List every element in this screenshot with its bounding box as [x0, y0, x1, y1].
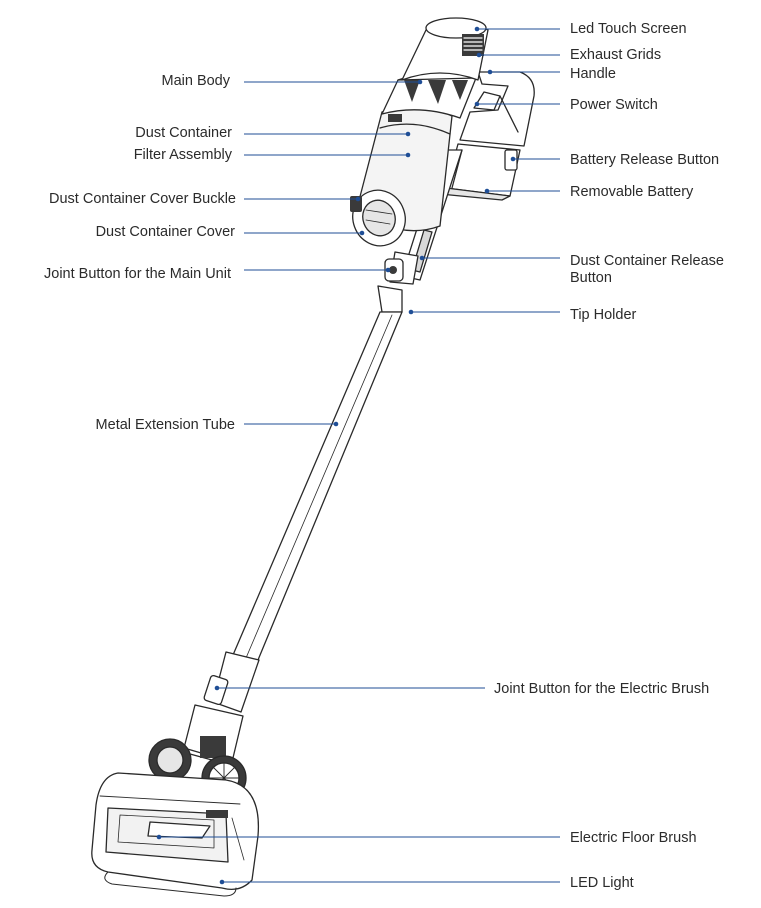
leader-battery-release-button: [510, 156, 560, 162]
dust-container-shape: [350, 105, 453, 247]
leader-main-body: [244, 79, 423, 85]
leader-dust-container-cover-buckle: [244, 196, 361, 202]
label-main-body: Main Body: [161, 73, 230, 89]
label-battery-release-button: Battery Release Button: [570, 152, 720, 168]
leader-electric-floor-brush: [156, 834, 560, 840]
leader-power-switch: [474, 101, 560, 107]
label-led-light: LED Light: [570, 875, 634, 891]
floor-brush-head: [91, 772, 260, 897]
label-dust-container-release-button: Dust Container Release Button: [570, 253, 724, 286]
leader-metal-extension-tube: [244, 421, 339, 427]
main-unit-joint: [384, 258, 404, 282]
leader-tip-holder: [408, 309, 560, 315]
leader-dust-container: [244, 131, 411, 137]
label-led-touch-screen: Led Touch Screen: [570, 21, 687, 37]
main-body-shape: [381, 71, 477, 119]
label-metal-extension-tube: Metal Extension Tube: [95, 417, 235, 433]
label-tip-holder: Tip Holder: [570, 307, 637, 323]
leader-dust-container-release-button: [419, 255, 560, 261]
leader-exhaust-grids: [476, 52, 560, 58]
leader-removable-battery: [484, 188, 560, 194]
vacuum-illustration: [91, 17, 535, 897]
handle-shape: [459, 71, 535, 147]
extension-tube: [203, 285, 403, 713]
leader-handle: [487, 69, 560, 75]
leader-joint-button-main-unit: [244, 267, 391, 273]
label-electric-floor-brush: Electric Floor Brush: [570, 830, 697, 846]
leader-led-light: [219, 879, 560, 885]
label-removable-battery: Removable Battery: [570, 184, 694, 200]
leader-dust-container-cover: [244, 230, 365, 236]
label-joint-button-main-unit: Joint Button for the Main Unit: [44, 266, 231, 282]
label-power-switch: Power Switch: [570, 97, 658, 113]
label-joint-button-electric-brush: Joint Button for the Electric Brush: [494, 681, 710, 697]
label-handle: Handle: [570, 66, 616, 82]
top-cap: [401, 17, 489, 81]
label-exhaust-grids: Exhaust Grids: [570, 47, 662, 63]
label-dust-container-cover: Dust Container Cover: [95, 224, 235, 240]
wheel-left: [148, 738, 192, 782]
label-dust-container: Dust Container: [135, 125, 232, 141]
leader-led-touch-screen: [474, 26, 560, 32]
leader-joint-button-electric-brush: [214, 685, 485, 691]
leader-filter-assembly: [244, 152, 411, 158]
leader-lines: [156, 26, 560, 885]
label-dust-container-cover-buckle: Dust Container Cover Buckle: [49, 191, 236, 207]
label-filter-assembly: Filter Assembly: [133, 147, 232, 163]
